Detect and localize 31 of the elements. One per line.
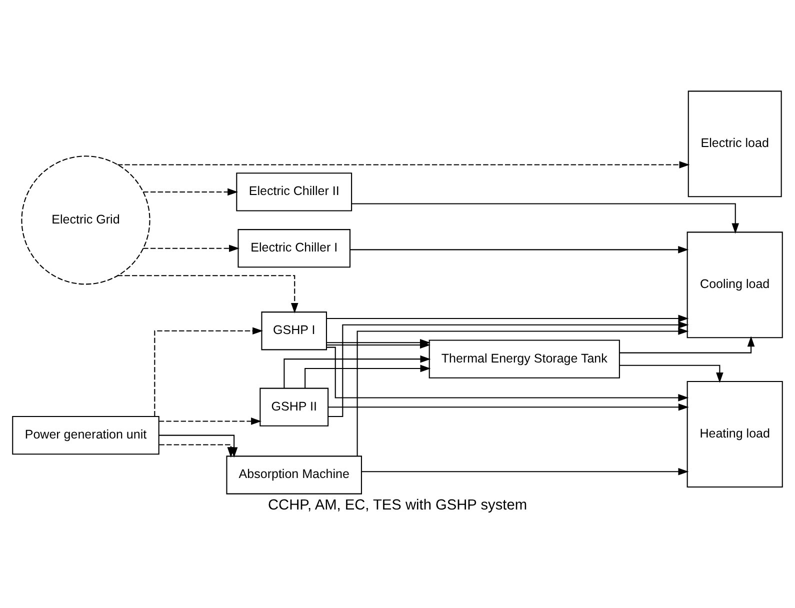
node-box: GSHP I bbox=[261, 311, 327, 350]
arrow bbox=[117, 274, 298, 313]
arrow bbox=[284, 354, 431, 388]
arrow bbox=[619, 364, 724, 382]
arrow bbox=[118, 160, 690, 168]
node-box: Electric Chiller I bbox=[238, 228, 350, 268]
arrow bbox=[350, 246, 689, 253]
node-box: Absorption Machine bbox=[226, 455, 362, 494]
arrow bbox=[326, 346, 689, 401]
node-box: Heating load bbox=[686, 380, 783, 488]
node-circle: Electric Grid bbox=[21, 155, 150, 284]
arrow bbox=[304, 364, 431, 388]
arrow bbox=[326, 314, 689, 322]
node-box: GSHP II bbox=[260, 387, 329, 426]
node-box: Electric Chiller II bbox=[236, 172, 352, 211]
arrow bbox=[328, 402, 689, 410]
caption: CCHP, AM, EC, TES with GSHP system bbox=[268, 497, 527, 514]
arrow bbox=[356, 327, 689, 456]
arrow bbox=[352, 202, 740, 234]
arrow bbox=[326, 338, 430, 346]
node-box: Thermal Energy Storage Tank bbox=[428, 339, 620, 378]
node-box: Cooling load bbox=[686, 231, 783, 338]
arrow bbox=[158, 417, 262, 424]
arrow bbox=[362, 467, 689, 475]
arrow bbox=[154, 326, 263, 416]
node-box: Power generation unit bbox=[12, 416, 160, 454]
node-box: Electric load bbox=[688, 90, 782, 197]
arrow bbox=[620, 336, 755, 353]
arrow bbox=[143, 244, 240, 252]
arrow bbox=[328, 320, 689, 417]
arrow bbox=[143, 188, 238, 196]
